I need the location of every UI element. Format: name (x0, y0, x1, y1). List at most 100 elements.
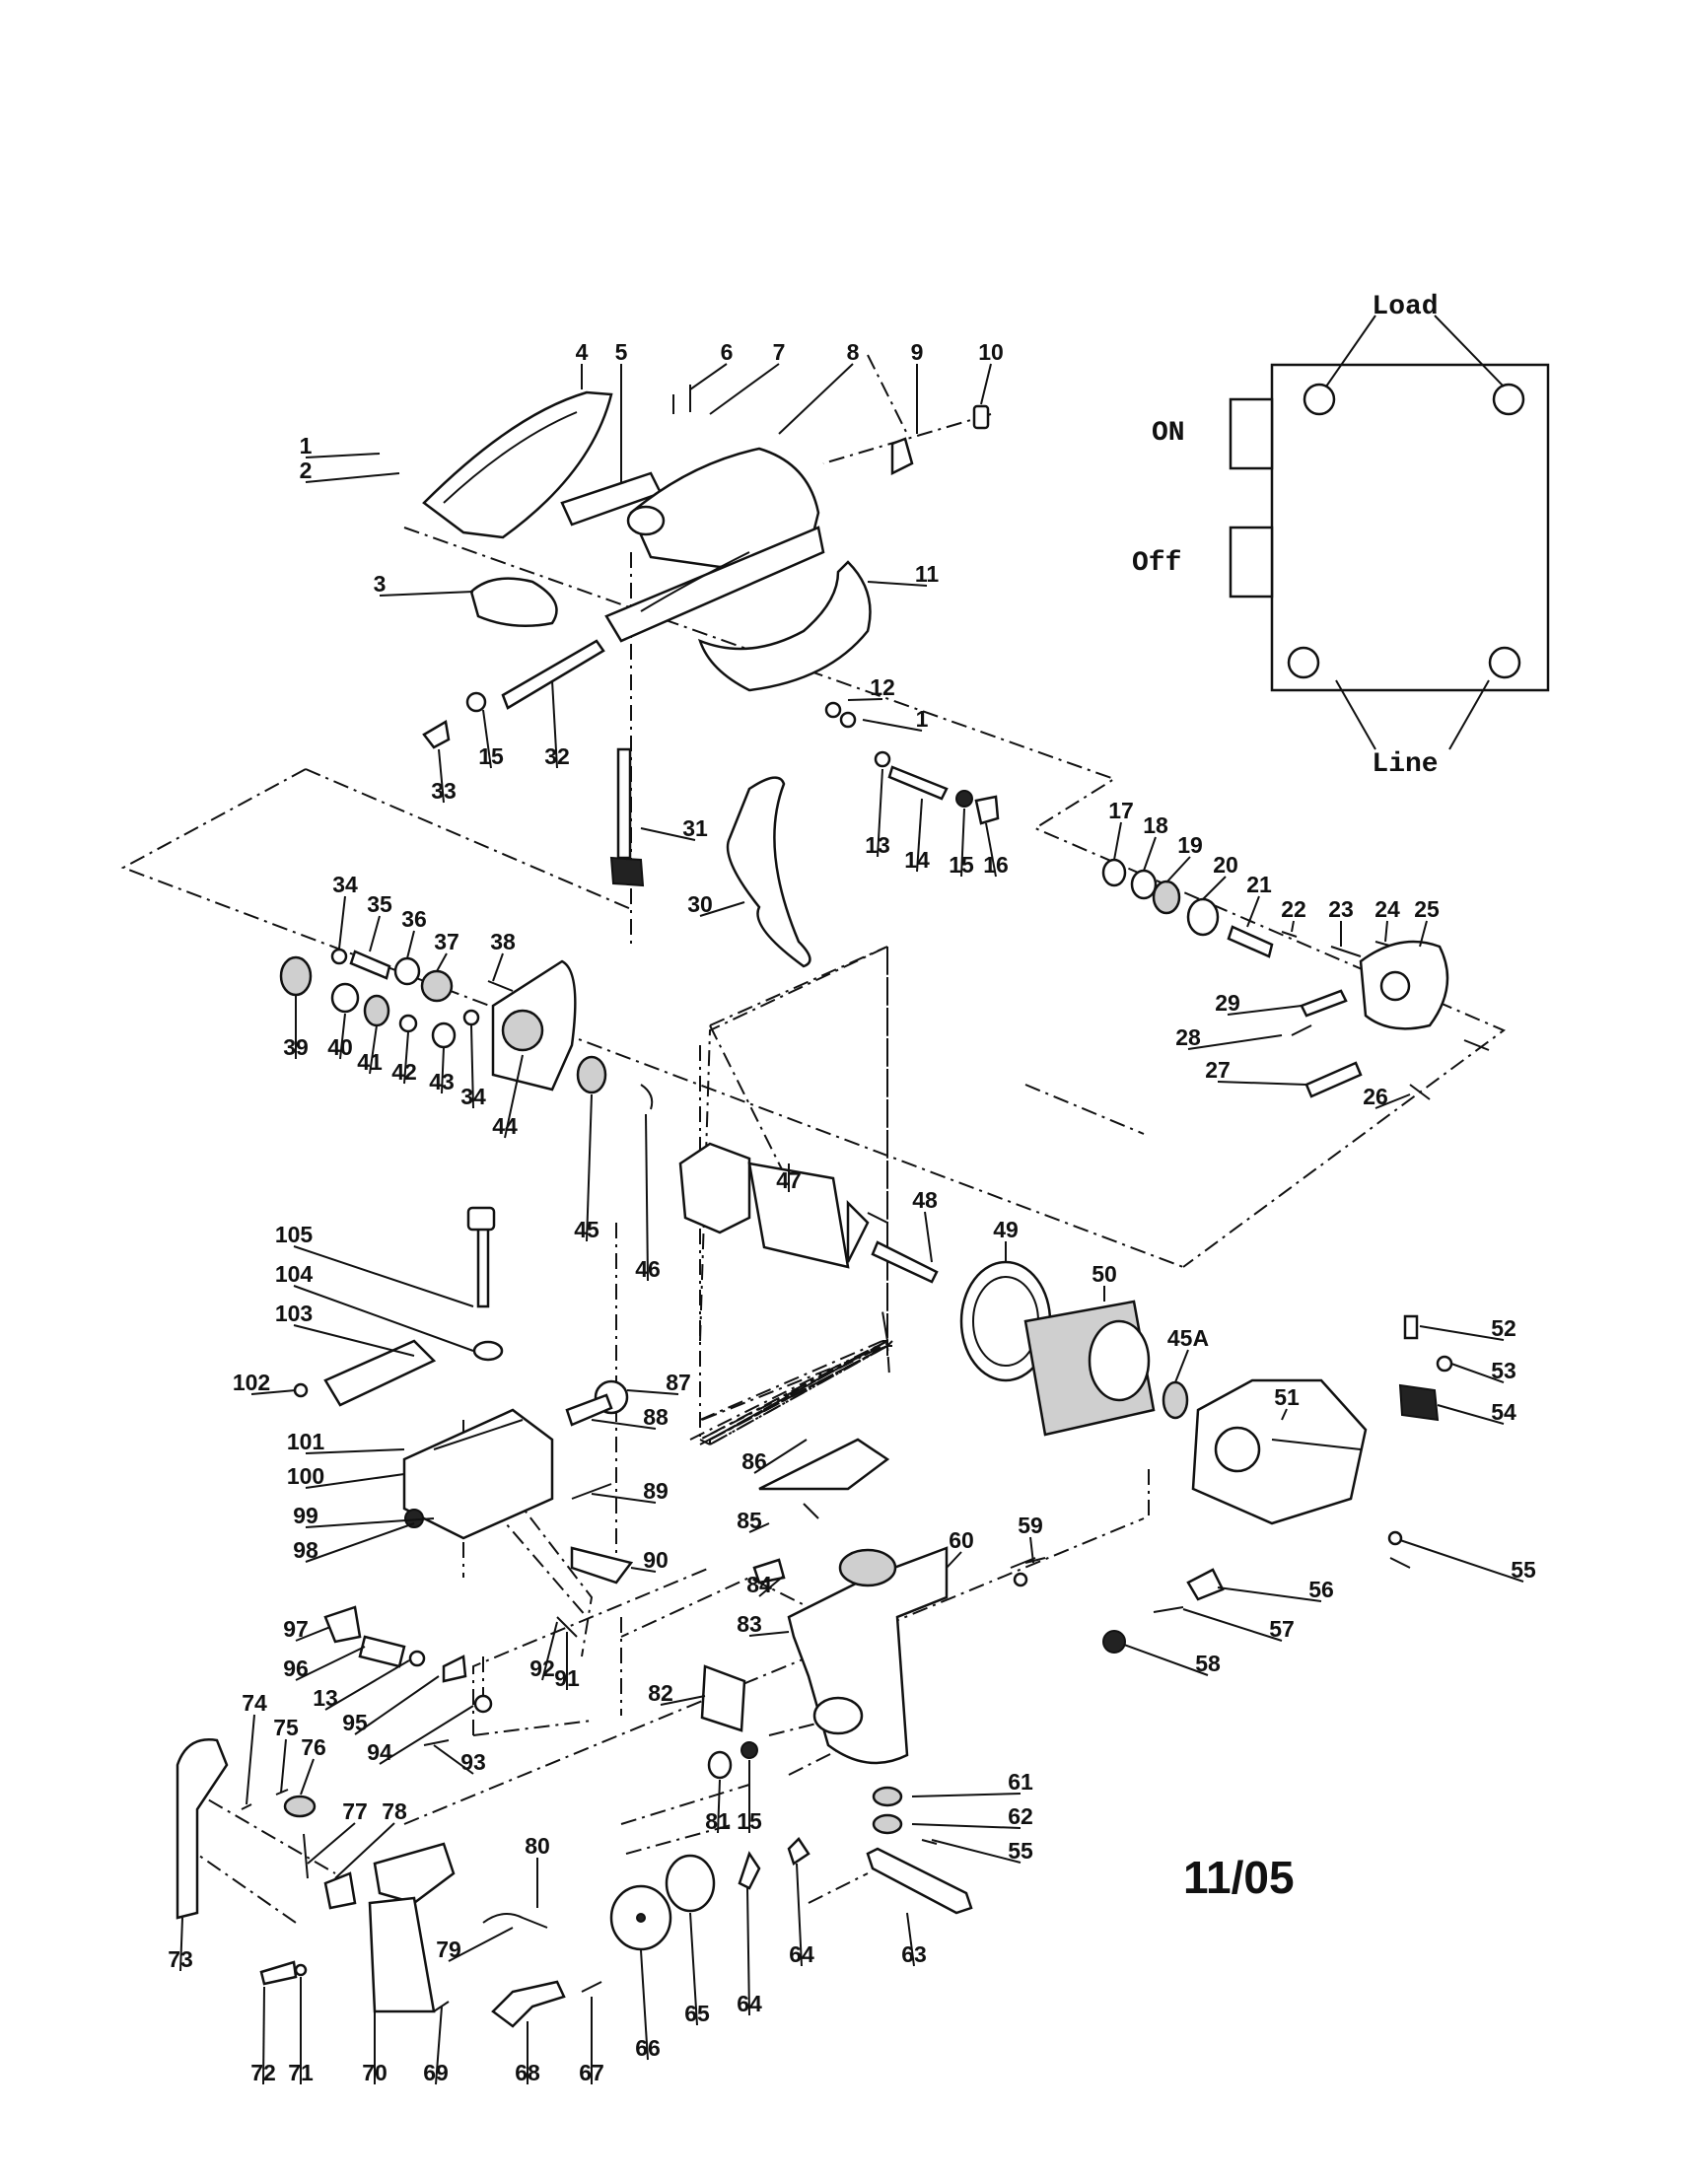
part-number-label: 23 (1328, 896, 1354, 922)
part-number-label: 15 (737, 1808, 762, 1834)
leader-line (980, 363, 992, 405)
line-label: Line (1372, 749, 1438, 780)
leader-lines (179, 363, 1524, 2085)
leader-line (753, 1439, 808, 1474)
leader-line (924, 1211, 933, 1263)
part-number-label: 47 (776, 1167, 802, 1193)
leader-line (369, 915, 381, 952)
part-number-label: 39 (283, 1034, 309, 1060)
leader-line (305, 1473, 405, 1489)
leader-line (911, 1823, 1022, 1829)
part-number-label: 64 (789, 1941, 814, 1967)
leader-line (1419, 920, 1428, 948)
leader-line (305, 1448, 405, 1454)
part-number-label: 15 (478, 743, 504, 769)
leader-line (591, 1493, 657, 1504)
leader-line (1450, 1363, 1505, 1383)
leader-line (324, 1659, 410, 1711)
part-number-label: 66 (635, 2035, 661, 2061)
leader-line (338, 895, 346, 950)
part-number-label: 79 (436, 1937, 461, 1962)
part-number-label: 60 (949, 1527, 974, 1553)
part-number-label: 45 (574, 1217, 599, 1242)
leader-line (591, 1419, 657, 1430)
leader-line (758, 1575, 785, 1597)
leader-line (406, 930, 415, 959)
part-number-label: 13 (865, 832, 890, 858)
part-number-label: 28 (1175, 1024, 1201, 1050)
part-number-label: 55 (1511, 1557, 1536, 1583)
leader-line (1217, 1081, 1307, 1086)
leader-line (305, 453, 381, 458)
leader-line (916, 798, 923, 873)
load-terminal-left (1303, 383, 1336, 416)
switch-body (1270, 363, 1550, 692)
part-number-label: 26 (1363, 1084, 1388, 1109)
part-number-label: 38 (490, 929, 516, 954)
part-number-label: 78 (382, 1798, 407, 1824)
part-number-label: 12 (870, 674, 895, 700)
part-number-label: 74 (242, 1690, 267, 1716)
part-number-label: 100 (287, 1463, 324, 1489)
part-number-label: 72 (250, 2060, 276, 2085)
part-number-label: 50 (1092, 1261, 1117, 1287)
part-number-label: 65 (684, 2001, 710, 2026)
part-number-label: 58 (1195, 1651, 1221, 1676)
part-number-label: 29 (1215, 990, 1240, 1016)
part-number-label: 83 (737, 1611, 762, 1637)
gearbox-group (279, 948, 654, 1110)
leader-line (541, 1621, 558, 1681)
switch-on-tab (1229, 397, 1274, 470)
part-number-label: 11 (915, 561, 940, 587)
leader-line (250, 1389, 297, 1395)
leader-line (689, 1912, 698, 2026)
leader-line (448, 1927, 514, 1962)
leader-line (436, 952, 448, 972)
leader-line (339, 1013, 346, 1060)
part-number-label: 7 (773, 339, 786, 365)
part-number-label: 54 (1491, 1399, 1516, 1425)
leader-line (1399, 1539, 1524, 1583)
part-number-label: 31 (682, 815, 708, 841)
leader-line (699, 901, 745, 917)
part-number-label: 15 (949, 852, 974, 878)
leader-line (246, 1714, 255, 1805)
leader-line (295, 1646, 366, 1681)
on-label: ON (1152, 418, 1185, 449)
part-number-label: 77 (342, 1798, 368, 1824)
leader-line (1281, 1408, 1288, 1421)
part-number-label: 1 (300, 433, 313, 458)
leader-line (1217, 1586, 1322, 1602)
leader-line (179, 1917, 183, 1972)
part-number-label: 89 (643, 1478, 669, 1504)
part-number-label: 105 (275, 1222, 314, 1247)
shaft-gear-group (1101, 858, 1490, 1100)
part-number-label: 59 (1018, 1513, 1043, 1538)
part-number-label: 104 (275, 1261, 314, 1287)
part-number-label: 3 (374, 571, 387, 597)
leader-line (911, 1793, 1022, 1797)
part-number-label: 8 (847, 339, 860, 365)
part-number-label: 16 (983, 852, 1009, 878)
leader-line (862, 719, 923, 732)
date-code: 11/05 (1183, 1852, 1295, 1903)
leader-line (305, 472, 400, 483)
leader-line (1113, 821, 1122, 861)
leader-line (403, 1031, 409, 1085)
leader-line (906, 1912, 915, 1967)
handle-group (176, 1738, 810, 2028)
leader-line (1227, 1005, 1303, 1016)
part-number-label: 81 (705, 1808, 731, 1834)
part-number-label: 94 (367, 1739, 392, 1765)
part-number-label: 76 (301, 1734, 326, 1760)
part-number-label: 5 (615, 339, 628, 365)
part-number-label: 87 (666, 1370, 691, 1395)
part-number-label: 45A (1167, 1325, 1209, 1351)
part-number-label: 41 (357, 1049, 383, 1075)
leader-line (433, 1744, 474, 1775)
leader-line (369, 1024, 378, 1075)
leader-line (877, 768, 883, 858)
load-label: Load (1372, 292, 1438, 322)
part-number-label: 92 (529, 1656, 555, 1681)
